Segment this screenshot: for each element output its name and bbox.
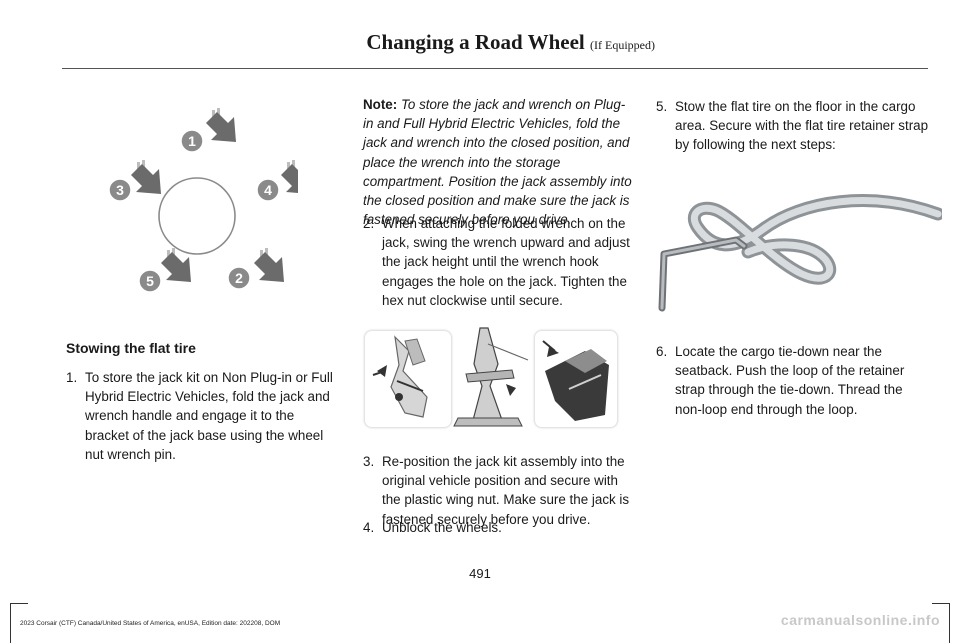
crop-mark <box>949 603 950 643</box>
step-number: 6. <box>656 344 668 359</box>
jack-assembly-illustration <box>453 327 529 427</box>
jack-pin-illustration <box>372 335 428 418</box>
lug-label-4: 4 <box>264 182 272 198</box>
step-text: To store the jack kit on Non Plug-in or … <box>85 370 333 462</box>
note-text: To store the jack and wrench on Plug-in … <box>363 97 632 228</box>
crop-mark <box>10 603 11 643</box>
lug-label-3: 3 <box>116 182 124 198</box>
step-number: 2. <box>363 216 375 231</box>
step-6: 6. Locate the cargo tie-down near the se… <box>656 342 932 419</box>
wrench-hook-illustration <box>542 340 609 421</box>
wheel-hub-circle <box>158 177 236 255</box>
step-number: 1. <box>66 370 78 385</box>
lug-badge-2: 2 <box>227 266 251 290</box>
header-divider <box>62 68 928 69</box>
step-text: Unblock the wheels. <box>382 520 502 535</box>
lug-badge-4: 4 <box>256 178 280 202</box>
page-title-subtitle: (If Equipped) <box>590 38 655 52</box>
jack-detail-left-panel <box>364 330 452 428</box>
lug-arrow-3 <box>131 160 161 194</box>
lug-badge-1: 1 <box>180 129 204 153</box>
lug-label-1: 1 <box>188 133 196 149</box>
note-label: Note: <box>363 97 398 112</box>
jack-detail-right-panel <box>534 330 618 428</box>
lug-badge-3: 3 <box>108 178 132 202</box>
page-title: Changing a Road Wheel (If Equipped) <box>366 30 655 55</box>
section-heading: Stowing the flat tire <box>66 340 196 356</box>
lug-label-2: 2 <box>235 270 243 286</box>
note-paragraph: Note: To store the jack and wrench on Pl… <box>363 95 635 229</box>
step-5: 5. Stow the flat tire on the floor in th… <box>656 97 932 155</box>
lug-arrow-2 <box>254 248 284 282</box>
lug-arrow-1 <box>206 108 236 142</box>
step-2: 2. When attaching the folded wrench on t… <box>363 214 635 310</box>
step-number: 5. <box>656 99 668 114</box>
step-3: 3. Re-position the jack kit assembly int… <box>363 452 635 529</box>
step-number: 3. <box>363 454 375 469</box>
step-1: 1. To store the jack kit on Non Plug-in … <box>66 368 338 464</box>
lug-badge-5: 5 <box>138 269 162 293</box>
watermark: carmanualsonline.info <box>780 612 940 628</box>
step-text: Locate the cargo tie-down near the seatb… <box>675 344 905 417</box>
page-title-text: Changing a Road Wheel <box>366 30 585 54</box>
step-4: 4. Unblock the wheels. <box>363 518 635 537</box>
lug-arrow-4 <box>281 160 298 194</box>
lug-label-5: 5 <box>146 273 154 289</box>
crop-mark <box>10 603 28 604</box>
step-number: 4. <box>363 520 375 535</box>
lug-nut-order-illustration: 1 3 4 5 2 <box>108 108 298 293</box>
crop-mark <box>932 603 950 604</box>
page-number: 491 <box>469 566 491 581</box>
retainer-strap-illustration <box>658 194 942 312</box>
footer-edition-info: 2023 Corsair (CTF) Canada/United States … <box>20 620 281 627</box>
step-text: When attaching the folded wrench on the … <box>382 216 630 308</box>
step-text: Stow the flat tire on the floor in the c… <box>675 99 929 153</box>
step-text: Re-position the jack kit assembly into t… <box>382 454 630 527</box>
